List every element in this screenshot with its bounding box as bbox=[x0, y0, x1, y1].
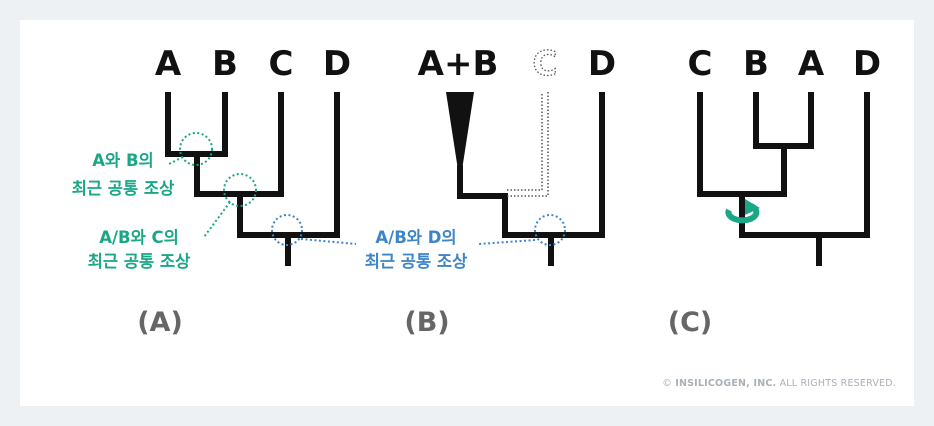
faded-branch-c bbox=[507, 92, 543, 191]
branch-ab bbox=[165, 92, 228, 157]
leaf-label-b: B bbox=[212, 44, 238, 84]
branch-ab-d bbox=[457, 92, 605, 238]
annotation-ab-line2: 최근 공통 조상 bbox=[72, 179, 175, 198]
copyright-rest: ALL RIGHTS RESERVED. bbox=[779, 378, 896, 389]
tree-b bbox=[446, 92, 605, 266]
leaf-label-d: D bbox=[323, 44, 351, 84]
leaf-label-a: A bbox=[155, 44, 182, 84]
panel-c: C B A D (C) bbox=[668, 44, 881, 338]
panel-label-c: (C) bbox=[668, 307, 713, 338]
panel-b: A+B C D (B) bbox=[404, 43, 616, 338]
leaf-label-d: D bbox=[853, 44, 881, 84]
copyright-notice: © INSILICOGEN, INC. ALL RIGHTS RESERVED. bbox=[662, 378, 896, 389]
leaf-label-a: A bbox=[798, 44, 825, 84]
branch-abc bbox=[194, 92, 284, 197]
copyright-company: INSILICOGEN, INC. bbox=[675, 378, 777, 389]
collapsed-clade-wedge bbox=[446, 92, 474, 170]
annotation-abcd-line2: 최근 공통 조상 bbox=[365, 252, 468, 271]
leaf-label-c-faded: C bbox=[533, 44, 558, 84]
rotate-arrow-icon bbox=[725, 199, 760, 224]
copyright-symbol: © bbox=[662, 378, 672, 389]
leaf-label-c: C bbox=[269, 44, 294, 84]
branch-ba bbox=[753, 92, 814, 149]
branch-cbad bbox=[739, 92, 870, 238]
annotation-abcd-line1: A/B와 D의 bbox=[375, 228, 456, 247]
leaf-label-ab: A+B bbox=[418, 44, 499, 84]
leader-abcd bbox=[300, 238, 357, 245]
leader-root bbox=[478, 239, 536, 245]
node-circle-abc bbox=[223, 173, 257, 207]
annotation-abc-line1: A/B와 C의 bbox=[99, 228, 179, 247]
node-circle-abcd bbox=[271, 214, 303, 246]
panel-label-b: (B) bbox=[404, 307, 449, 338]
annotation-ab-line1: A와 B의 bbox=[92, 151, 153, 170]
branch-abcd bbox=[237, 92, 340, 238]
leader-abc bbox=[203, 201, 231, 238]
tree-c bbox=[697, 92, 870, 266]
panel-a: A B C D A와 B의 최근 공통 조상 A/B와 C의 최근 공통 조상 … bbox=[72, 44, 468, 338]
figure-card bbox=[20, 20, 914, 406]
annotation-abc-line2: 최근 공통 조상 bbox=[88, 252, 191, 271]
leader-ab bbox=[166, 156, 184, 166]
node-circle-root bbox=[534, 214, 566, 246]
tree-a bbox=[165, 92, 340, 266]
node-circle-ab bbox=[179, 132, 213, 166]
leaf-label-b: B bbox=[743, 44, 769, 84]
leaf-label-c: C bbox=[688, 44, 713, 84]
panel-label-a: (A) bbox=[137, 307, 183, 338]
leaf-label-d: D bbox=[588, 44, 616, 84]
